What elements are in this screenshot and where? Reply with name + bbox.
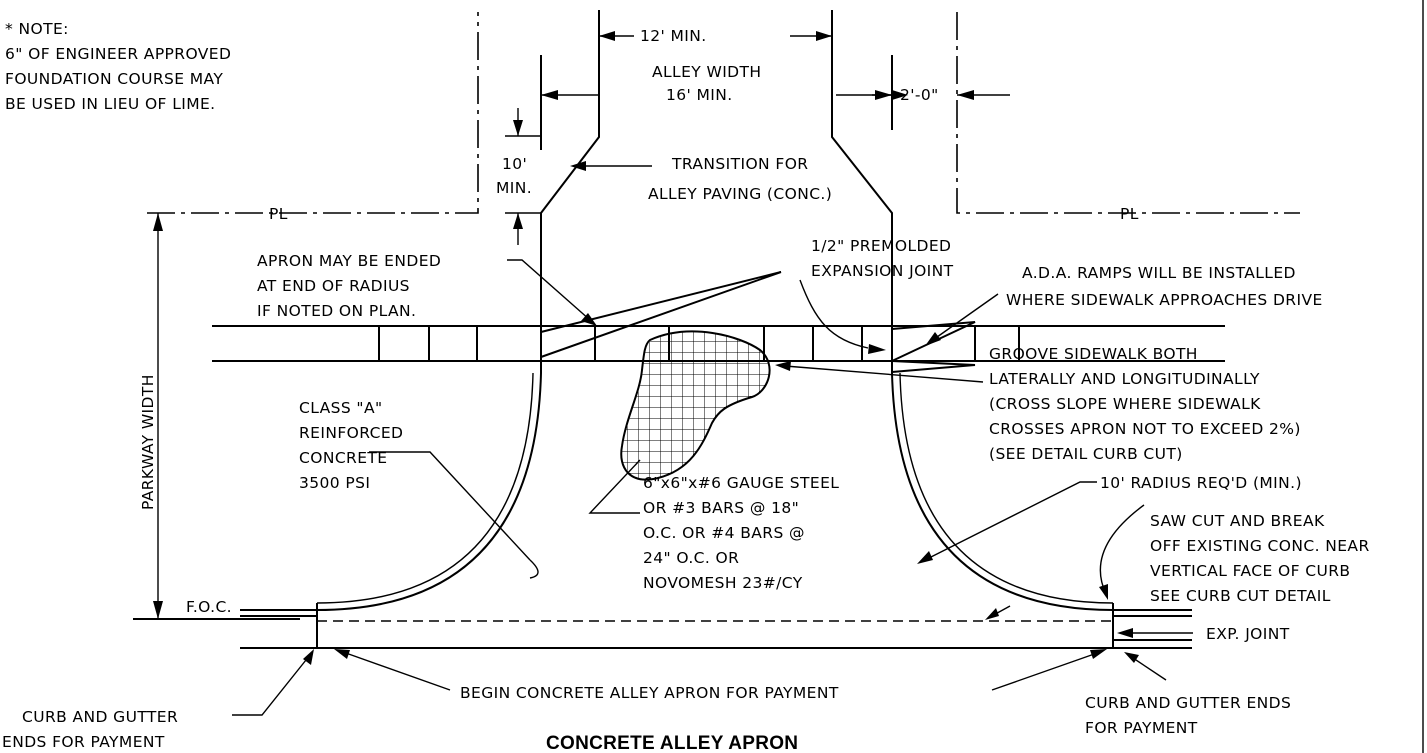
groove-line: GROOVE SIDEWALK BOTH xyxy=(989,345,1198,363)
transition-label: TRANSITION FOR xyxy=(671,155,808,173)
class-a-line: 3500 PSI xyxy=(299,474,370,492)
note-line: 6" OF ENGINEER APPROVED xyxy=(5,45,231,63)
alley-edges xyxy=(540,10,893,373)
saw-cut-line: SEE CURB CUT DETAIL xyxy=(1150,587,1331,605)
groove-line: LATERALLY AND LONGITUDINALLY xyxy=(989,370,1260,388)
class-a-note: CLASS "A" REINFORCED CONCRETE 3500 PSI xyxy=(299,399,403,492)
apron-ended-label: IF NOTED ON PLAN. xyxy=(257,302,416,320)
groove-line: (SEE DETAIL CURB CUT) xyxy=(989,445,1183,463)
dim-12ft-min: 12' MIN. xyxy=(640,27,707,45)
ada-label: WHERE SIDEWALK APPROACHES DRIVE xyxy=(1006,291,1323,309)
apron-ended-label: AT END OF RADIUS xyxy=(257,277,410,295)
property-line-label-left: PL xyxy=(269,205,288,223)
dim-alley-width-value: 16' MIN. xyxy=(666,86,733,104)
expansion-joint-label: EXPANSION JOINT xyxy=(811,262,954,280)
expansion-joint-label: 1/2" PREMOLDED xyxy=(811,237,951,255)
ada-label: A.D.A. RAMPS WILL BE INSTALLED xyxy=(1022,264,1296,282)
transition-label: ALLEY PAVING (CONC.) xyxy=(648,185,832,203)
dim-10ft-min: MIN. xyxy=(496,179,532,197)
dim-2ft-offset: 2'-0" xyxy=(900,86,939,104)
note-block: * NOTE: 6" OF ENGINEER APPROVED FOUNDATI… xyxy=(5,20,231,113)
leader-lines xyxy=(232,161,1193,716)
dim-alley-width-label: ALLEY WIDTH xyxy=(652,63,761,81)
curb-ends-left-label: CURB AND GUTTER xyxy=(22,708,178,726)
groove-line: (CROSS SLOPE WHERE SIDEWALK xyxy=(989,395,1261,413)
apron-ended-label: APRON MAY BE ENDED xyxy=(257,252,441,270)
begin-apron-label: BEGIN CONCRETE ALLEY APRON FOR PAYMENT xyxy=(460,684,839,702)
parkway-width-label: PARKWAY WIDTH xyxy=(139,374,157,510)
steel-note: 6"x6"x#6 GAUGE STEEL OR #3 BARS @ 18" O.… xyxy=(643,474,839,592)
steel-line: 6"x6"x#6 GAUGE STEEL xyxy=(643,474,839,492)
saw-cut-line: OFF EXISTING CONC. NEAR xyxy=(1150,537,1370,555)
note-line: FOUNDATION COURSE MAY xyxy=(5,70,223,88)
steel-line: NOVOMESH 23#/CY xyxy=(643,574,803,592)
dimension-lines xyxy=(153,31,1010,619)
expansion-joints xyxy=(540,271,976,373)
note-line: * NOTE: xyxy=(5,20,69,38)
steel-line: OR #3 BARS @ 18" xyxy=(643,499,799,517)
class-a-line: CLASS "A" xyxy=(299,399,382,417)
curb-ends-right-label: CURB AND GUTTER ENDS xyxy=(1085,694,1291,712)
class-a-line: REINFORCED xyxy=(299,424,403,442)
groove-note: GROOVE SIDEWALK BOTH LATERALLY AND LONGI… xyxy=(989,345,1301,463)
property-line-label-right: PL xyxy=(1120,205,1139,223)
class-a-line: CONCRETE xyxy=(299,449,387,467)
reinforcing-mesh xyxy=(620,330,771,481)
saw-cut-note: SAW CUT AND BREAK OFF EXISTING CONC. NEA… xyxy=(1150,512,1370,605)
property-lines xyxy=(147,12,1300,214)
curb-gutter xyxy=(133,603,1192,649)
dim-10ft: 10' xyxy=(502,155,527,173)
curb-ends-right-label: FOR PAYMENT xyxy=(1085,719,1198,737)
drawing-title: CONCRETE ALLEY APRON xyxy=(546,733,798,753)
exp-joint-label: EXP. JOINT xyxy=(1206,625,1290,643)
saw-cut-line: SAW CUT AND BREAK xyxy=(1150,512,1325,530)
saw-cut-line: VERTICAL FACE OF CURB xyxy=(1150,562,1350,580)
note-line: BE USED IN LIEU OF LIME. xyxy=(5,95,216,113)
radius-curves xyxy=(316,372,1114,611)
steel-line: 24" O.C. OR xyxy=(643,549,739,567)
curb-ends-left-label: ENDS FOR PAYMENT xyxy=(2,733,165,751)
steel-line: O.C. OR #4 BARS @ xyxy=(643,524,805,542)
radius-label: 10' RADIUS REQ'D (MIN.) xyxy=(1100,474,1302,492)
groove-line: CROSSES APRON NOT TO EXCEED 2%) xyxy=(989,420,1301,438)
foc-label: F.O.C. xyxy=(186,598,232,616)
